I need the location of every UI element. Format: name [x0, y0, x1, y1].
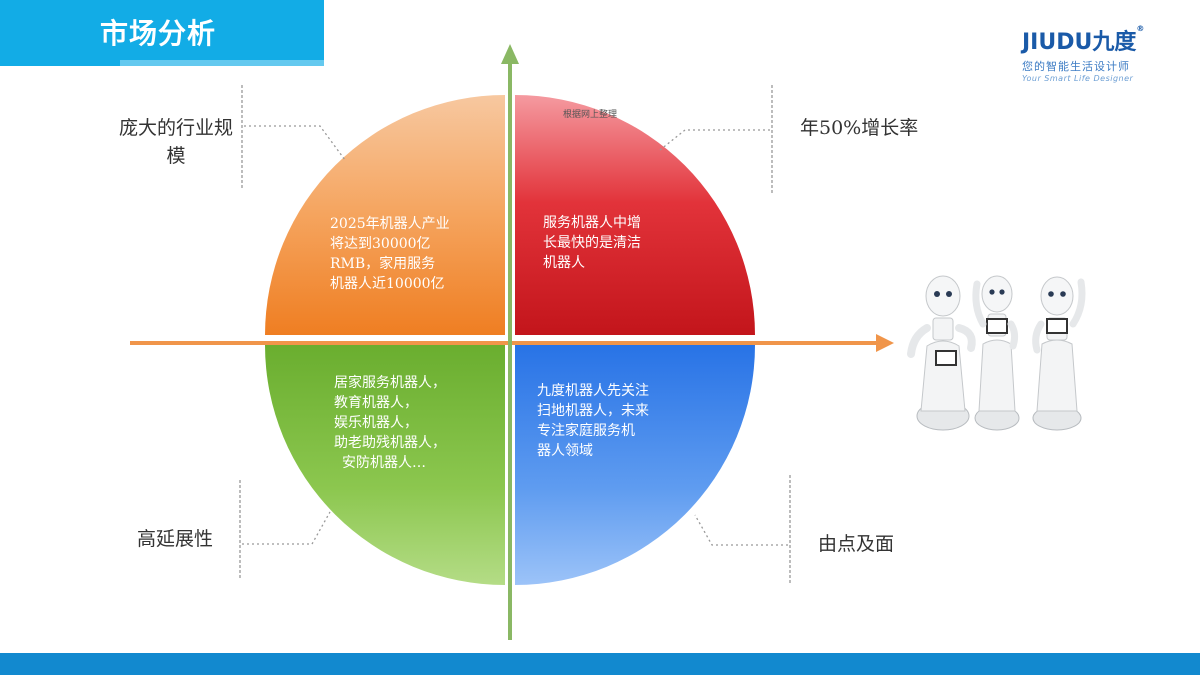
quadrant-top-right-text: 服务机器人中增 长最快的是清洁 机器人: [543, 215, 641, 271]
quadrant-bottom-right: [515, 345, 755, 585]
robot-3: [1032, 276, 1086, 431]
logo-tagline-cn: 您的智能生活设计师: [1022, 60, 1130, 73]
quadrant-bottom-left-text: 居家服务机器人， 教育机器人， 娱乐机器人， 助老助残机器人， 安防机器人…: [334, 375, 446, 471]
quadrant-bottom-right-text: 九度机器人先关注 扫地机器人，未来 专注家庭服务机 器人领域: [537, 383, 649, 459]
quadrant-bottom-left: [265, 345, 505, 585]
quadrant-top-right: [515, 95, 755, 335]
page-title: 市场分析: [100, 17, 217, 50]
robot-1: [907, 275, 976, 431]
footer-bar: [0, 653, 1200, 675]
horizontal-axis-arrowhead: [876, 334, 894, 352]
quadrant-top-left-text: 2025年机器人产业 将达到30000亿 RMB，家用服务 机器人近10000亿: [330, 216, 450, 292]
quadrant-top-left: [265, 95, 505, 335]
label-industry-scale: 庞大的行业规模: [118, 117, 233, 167]
title-underline: [120, 60, 324, 66]
label-point-to-surface: 由点及面: [818, 533, 895, 555]
label-growth-rate: 年50%增长率: [800, 117, 919, 139]
vertical-axis-arrowhead: [501, 44, 519, 64]
robots-image: [907, 275, 1086, 431]
label-extensibility: 高延展性: [137, 528, 214, 550]
logo-brand-text: JIUDU九度: [1022, 30, 1137, 55]
logo-tagline-en: Your Smart Life Designer: [1022, 74, 1134, 83]
source-note: 根据网上整理: [563, 110, 618, 120]
leader-lines: [239, 85, 791, 585]
title-bar: 市场分析: [0, 0, 324, 66]
robot-2: [972, 275, 1020, 431]
brand-logo: JIUDU九度® 您的智能生活设计师 Your Smart Life Desig…: [1022, 24, 1152, 83]
logo-reg-mark: ®: [1136, 24, 1145, 33]
